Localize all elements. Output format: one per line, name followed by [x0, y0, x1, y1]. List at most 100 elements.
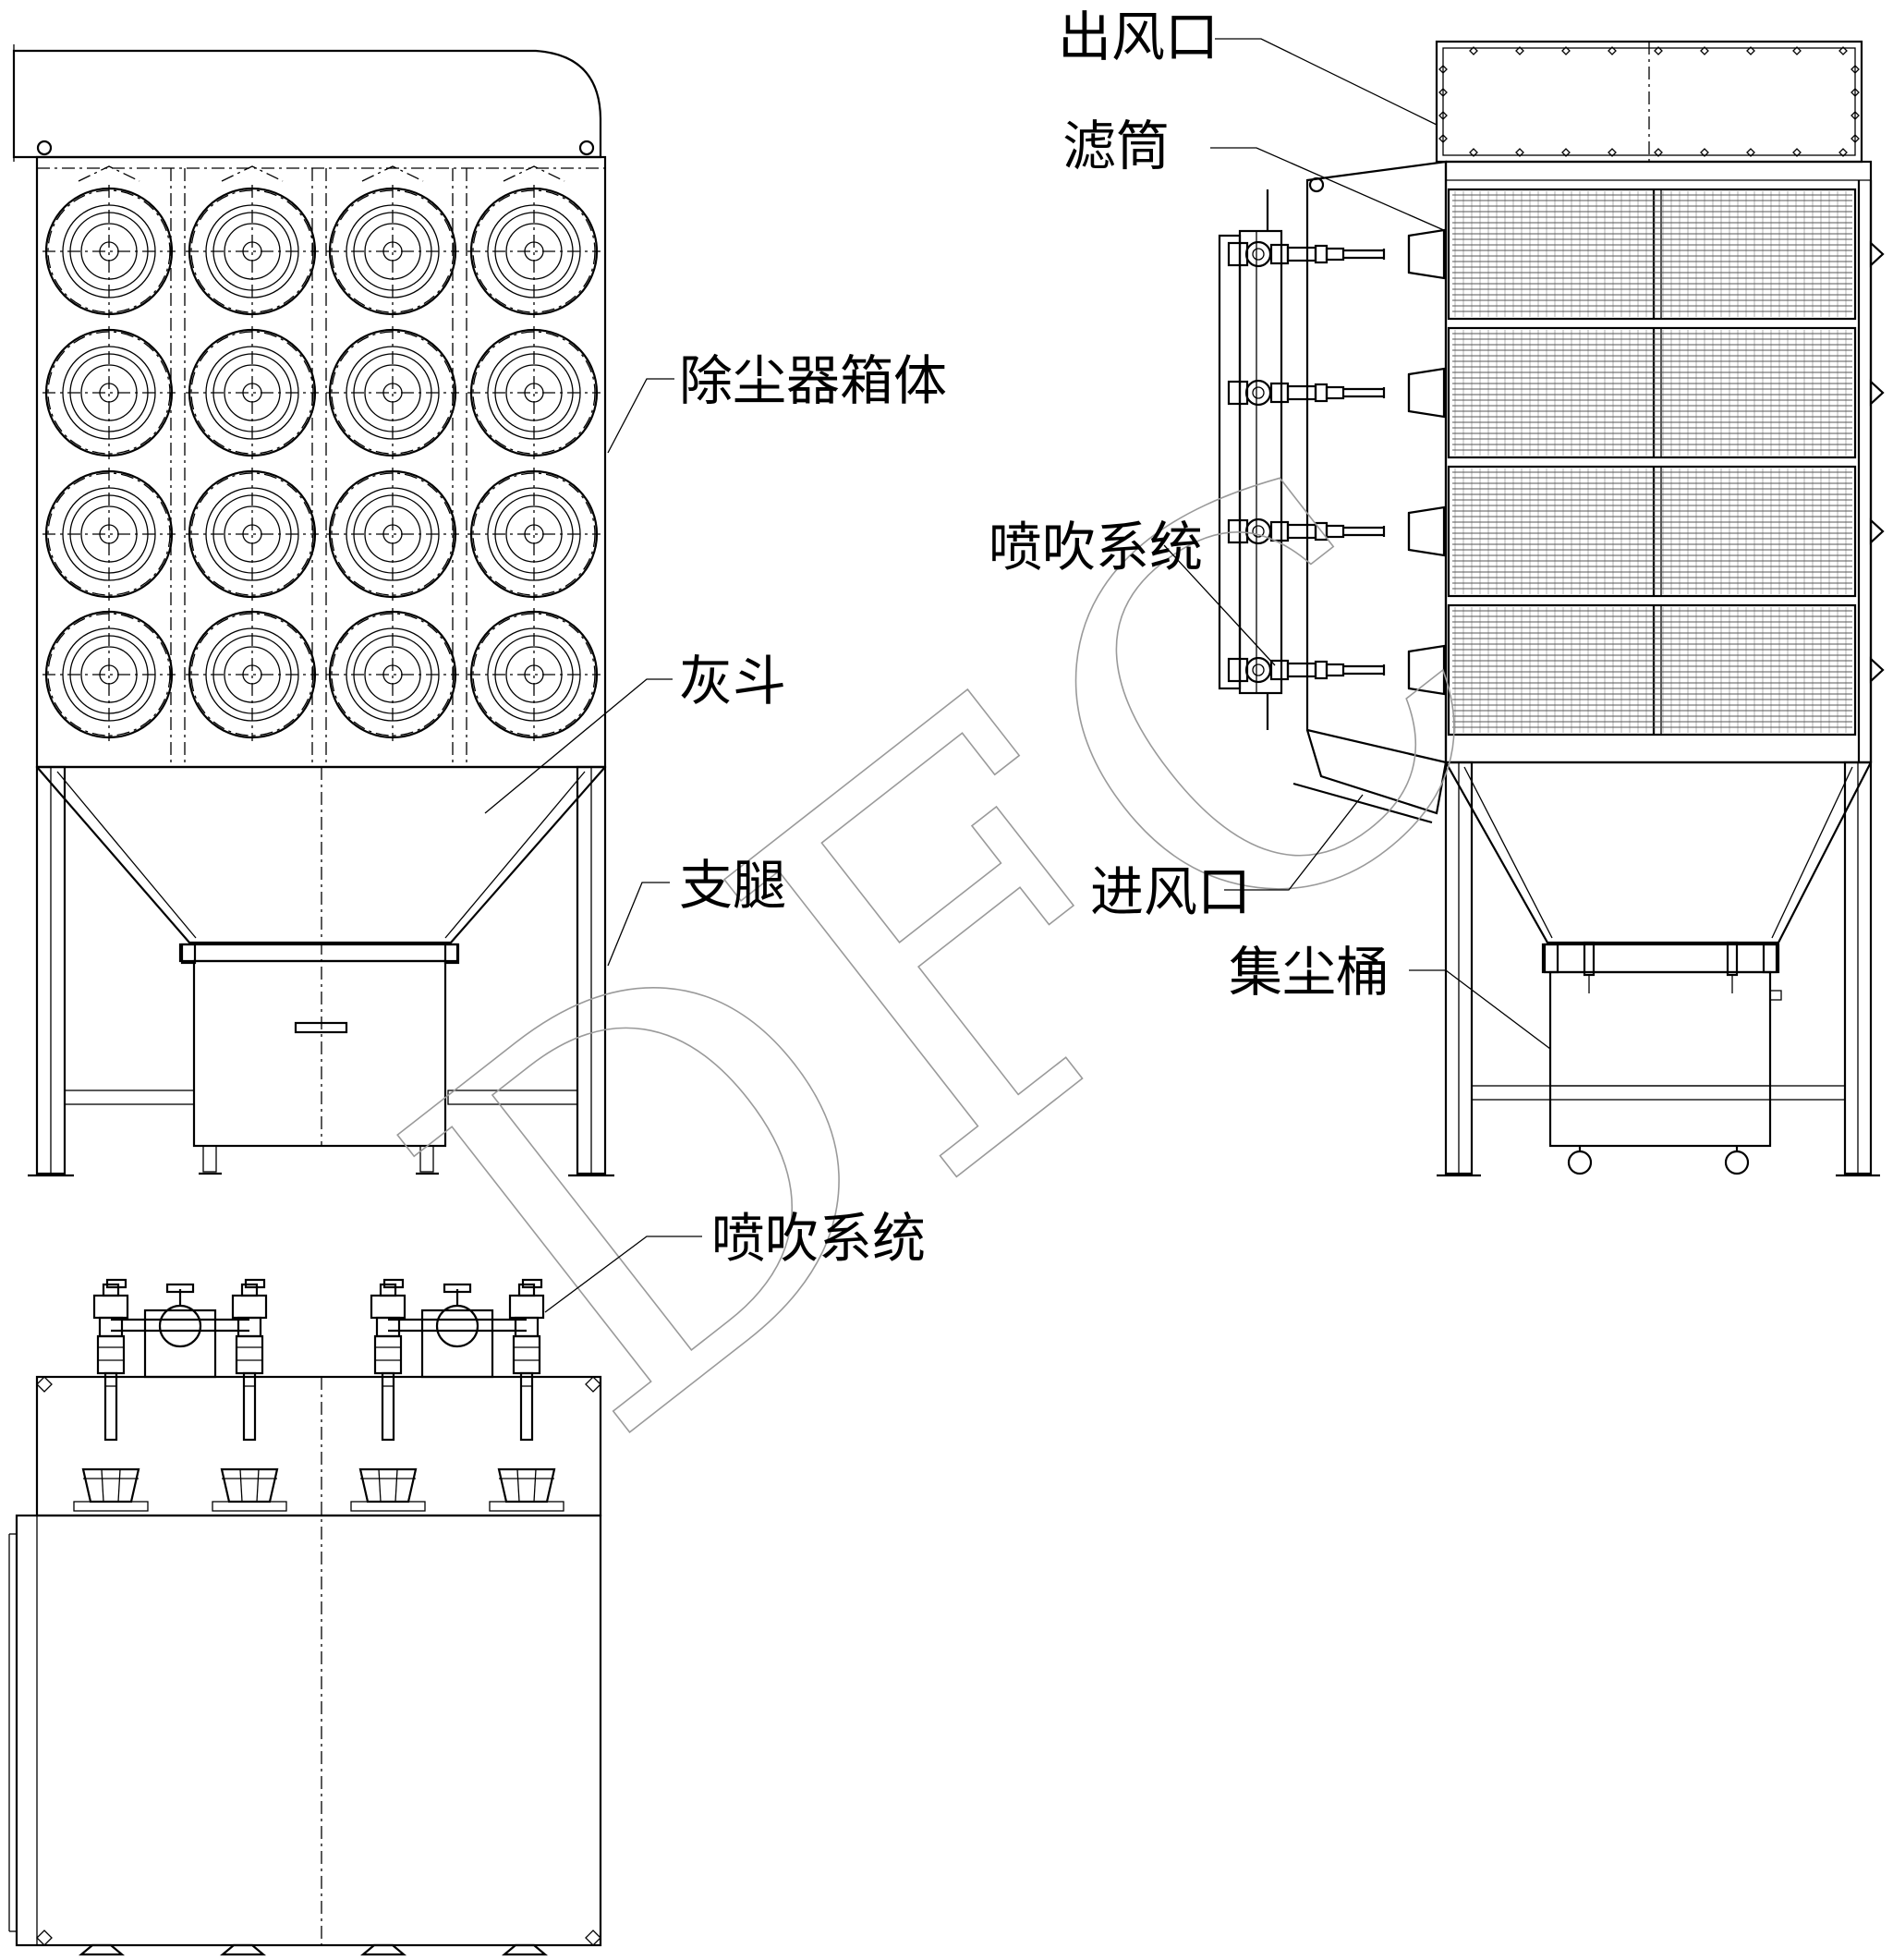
- venturi-nozzle-top: [489, 1467, 564, 1512]
- filter-cartridge-circle: [42, 468, 176, 601]
- leader-lines: [484, 38, 1551, 1313]
- callout-labels: 出风口 滤筒 除尘器箱体 喷吹系统 灰斗 支腿 进风口 集尘桶 喷吹系统: [679, 6, 1389, 1270]
- pulse-valve: [1227, 240, 1386, 268]
- side-ash-hopper: [1445, 761, 1872, 944]
- pulse-valve: [1227, 379, 1386, 407]
- bolt: [1438, 134, 1448, 143]
- front-ash-hopper: [36, 766, 606, 944]
- front-top-duct: [12, 49, 602, 159]
- label-outlet: 出风口: [1058, 6, 1219, 68]
- pulse-valve: [1227, 517, 1386, 545]
- filter-cartridge-circle: [467, 468, 601, 601]
- bolt: [1561, 46, 1571, 55]
- bolt: [1654, 46, 1663, 55]
- filter-cartridge-circle: [326, 468, 459, 601]
- pulse-valve: [92, 1278, 129, 1442]
- filter-cartridge-circle: [186, 326, 319, 459]
- bolt: [1838, 148, 1848, 157]
- filter-cartridge-circle: [42, 326, 176, 459]
- side-filter-modules: [1407, 188, 1885, 737]
- side-pulse-manifold: [1218, 189, 1283, 730]
- label-filter-cartridge: 滤筒: [1062, 115, 1170, 177]
- bolt: [1438, 65, 1448, 74]
- top-view: [8, 1278, 602, 1956]
- bolt: [1469, 46, 1478, 55]
- filter-cartridge-circle: [186, 185, 319, 318]
- foot: [219, 1943, 267, 1956]
- bolt: [1851, 111, 1860, 120]
- door-handle: [1869, 517, 1885, 545]
- side-support-legs: [1437, 761, 1880, 1177]
- venturi-nozzle-top: [350, 1467, 426, 1512]
- side-pulse-valves: [1227, 240, 1386, 684]
- filter-cartridge-circle: [326, 608, 459, 741]
- label-dust-collector-body: 除尘器箱体: [679, 349, 947, 412]
- pulse-valve-pair: [370, 1278, 545, 1442]
- label-ash-hopper: 灰斗: [679, 650, 786, 712]
- bolt: [1438, 111, 1448, 120]
- bolt: [1515, 148, 1524, 157]
- label-pulse-system-top: 喷吹系统: [711, 1207, 926, 1270]
- bolt: [1561, 148, 1571, 157]
- bolt: [1746, 46, 1755, 55]
- pulse-valve-pair: [92, 1278, 268, 1442]
- front-view: [12, 44, 614, 1177]
- bolt: [1851, 88, 1860, 97]
- bolt: [1838, 46, 1848, 55]
- pulse-valve: [508, 1278, 545, 1442]
- filter-cartridge-circle: [467, 185, 601, 318]
- bolt: [1792, 46, 1802, 55]
- front-chevron-marks: [78, 165, 565, 182]
- bolt: [1700, 46, 1709, 55]
- watermark-dfc: DFC: [312, 351, 1605, 1546]
- bolt: [1700, 148, 1709, 157]
- venturi-nozzle-top: [212, 1467, 287, 1512]
- bolt: [1438, 88, 1448, 97]
- side-view: [1218, 40, 1885, 1177]
- foot: [501, 1943, 549, 1956]
- side-dust-bin: [1541, 941, 1782, 1175]
- filter-module: [1407, 188, 1885, 321]
- bolt: [1851, 134, 1860, 143]
- filter-module: [1407, 326, 1885, 459]
- front-collector-body: [35, 155, 607, 769]
- top-main-box: [15, 1514, 602, 1947]
- bolt: [1608, 148, 1617, 157]
- filter-cartridge-circle: [42, 608, 176, 741]
- venturi-nozzle: [1407, 367, 1446, 419]
- pulse-valve: [231, 1278, 268, 1442]
- venturi-nozzle-top: [73, 1467, 149, 1512]
- top-upper-box: [35, 1375, 602, 1517]
- venturi-nozzle: [1407, 228, 1446, 280]
- bolt: [1851, 65, 1860, 74]
- front-dust-bin: [178, 943, 460, 1175]
- filter-cartridge-circle: [186, 468, 319, 601]
- venturi-nozzle: [1407, 505, 1446, 557]
- front-column-dividers: [170, 168, 467, 762]
- front-filter-cartridges: [42, 185, 601, 741]
- filter-module: [1407, 465, 1885, 598]
- front-support-legs: [28, 765, 614, 1177]
- filter-cartridge-circle: [467, 326, 601, 459]
- bolt: [1792, 148, 1802, 157]
- bolt: [1654, 148, 1663, 157]
- filter-cartridge-circle: [467, 608, 601, 741]
- top-venturi-nozzles: [73, 1467, 564, 1512]
- bolt: [1746, 148, 1755, 157]
- bolt: [1469, 148, 1478, 157]
- door-handle: [1869, 379, 1885, 407]
- label-pulse-system-side: 喷吹系统: [989, 516, 1203, 578]
- door-handle: [1869, 240, 1885, 268]
- top-pulse-valves: [92, 1278, 545, 1442]
- filter-cartridge-circle: [326, 185, 459, 318]
- foot: [359, 1943, 407, 1956]
- filter-cartridge-circle: [42, 185, 176, 318]
- label-dust-bin: 集尘桶: [1229, 941, 1389, 1004]
- pulse-valve: [370, 1278, 407, 1442]
- side-outlet-bolts: [1438, 46, 1860, 157]
- label-support-legs: 支腿: [679, 854, 786, 917]
- door-handle: [1869, 656, 1885, 684]
- pulse-valve: [1227, 656, 1386, 684]
- filter-cartridge-circle: [186, 608, 319, 741]
